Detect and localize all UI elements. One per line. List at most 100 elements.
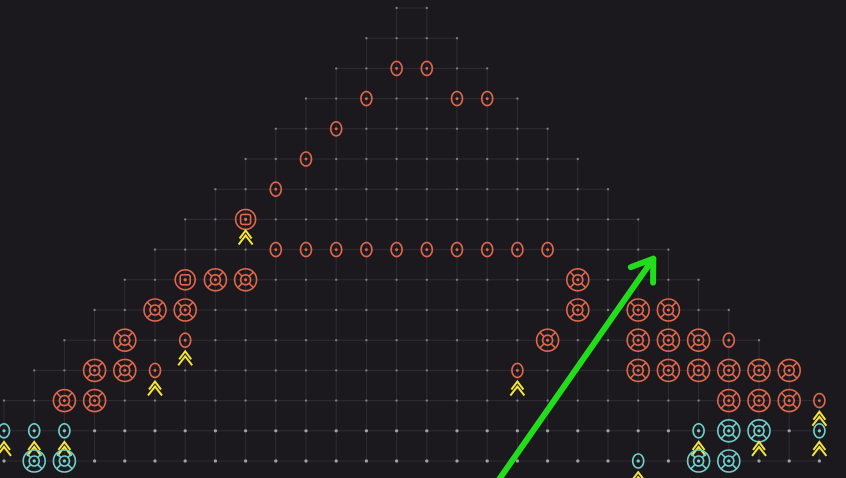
grid-node[interactable]: [666, 459, 671, 463]
grid-node[interactable]: [516, 278, 519, 281]
target-reticle-icon[interactable]: [626, 328, 651, 353]
grid-node[interactable]: [606, 218, 610, 221]
grid-node[interactable]: [606, 278, 610, 281]
grid-node[interactable]: [213, 459, 217, 463]
small-ring-icon[interactable]: [450, 90, 464, 107]
grid-node[interactable]: [304, 308, 308, 312]
grid-node[interactable]: [365, 127, 368, 130]
grid-node[interactable]: [516, 308, 519, 312]
grid-node[interactable]: [425, 278, 428, 281]
grid-node[interactable]: [425, 127, 428, 130]
small-ring-icon[interactable]: [420, 241, 434, 258]
grid-node[interactable]: [365, 308, 368, 312]
grid-node[interactable]: [425, 188, 428, 191]
grid-node[interactable]: [425, 308, 428, 312]
grid-node[interactable]: [455, 127, 459, 130]
grid-node[interactable]: [244, 429, 248, 433]
target-reticle-icon[interactable]: [777, 388, 802, 413]
grid-node[interactable]: [486, 67, 489, 70]
grid-node[interactable]: [93, 459, 97, 463]
small-ring-icon[interactable]: [329, 241, 343, 258]
target-reticle-icon[interactable]: [233, 267, 258, 292]
grid-node[interactable]: [486, 188, 489, 191]
grid-node[interactable]: [637, 218, 640, 221]
small-ring-icon[interactable]: [299, 151, 313, 167]
grid-node[interactable]: [304, 399, 308, 402]
small-ring-icon[interactable]: [631, 453, 645, 469]
target-reticle-icon[interactable]: [565, 267, 590, 292]
small-ring-icon[interactable]: [360, 90, 373, 107]
small-ring-icon[interactable]: [813, 392, 826, 409]
board-pieces[interactable]: [0, 60, 828, 478]
grid-node[interactable]: [335, 188, 338, 191]
grid-node[interactable]: [214, 308, 217, 312]
grid-node[interactable]: [455, 157, 459, 161]
grid-node[interactable]: [244, 157, 247, 161]
grid-node[interactable]: [153, 278, 157, 281]
grid-node[interactable]: [455, 67, 459, 70]
grid-node[interactable]: [123, 399, 127, 402]
grid-node[interactable]: [425, 339, 428, 342]
grid-node[interactable]: [546, 127, 549, 130]
grid-node[interactable]: [183, 429, 187, 433]
grid-node[interactable]: [395, 278, 398, 281]
grid-node[interactable]: [335, 67, 338, 70]
grid-node[interactable]: [546, 459, 550, 463]
grid-node[interactable]: [667, 278, 670, 281]
grid-node[interactable]: [123, 278, 127, 281]
grid-node[interactable]: [244, 459, 248, 463]
grid-node[interactable]: [93, 308, 96, 312]
target-reticle-icon[interactable]: [777, 358, 802, 383]
grid-node[interactable]: [546, 278, 549, 281]
grid-node[interactable]: [455, 339, 459, 342]
grid-node[interactable]: [485, 459, 489, 463]
grid-node[interactable]: [576, 459, 580, 463]
target-reticle-icon[interactable]: [747, 388, 771, 413]
grid-node[interactable]: [455, 399, 459, 402]
grid-node[interactable]: [395, 399, 398, 402]
grid-node[interactable]: [606, 459, 610, 463]
grid-node[interactable]: [123, 429, 127, 433]
grid-node[interactable]: [335, 97, 338, 100]
grid-node[interactable]: [184, 218, 187, 221]
grid-node[interactable]: [637, 399, 640, 402]
grid-node[interactable]: [817, 459, 822, 463]
grid-node[interactable]: [365, 157, 368, 161]
grid-node[interactable]: [546, 308, 549, 312]
target-reticle-icon[interactable]: [656, 328, 681, 353]
grid-node[interactable]: [606, 308, 610, 312]
grid-node[interactable]: [244, 369, 247, 372]
grid-node[interactable]: [304, 339, 308, 342]
small-ring-icon[interactable]: [511, 362, 524, 379]
grid-node[interactable]: [546, 188, 549, 191]
target-reticle-icon[interactable]: [82, 358, 107, 383]
grid-node[interactable]: [364, 429, 368, 433]
grid-node[interactable]: [365, 218, 368, 221]
grid-node[interactable]: [274, 218, 277, 221]
grid-node[interactable]: [214, 248, 217, 251]
grid-node[interactable]: [153, 399, 157, 402]
small-ring-icon[interactable]: [269, 241, 283, 258]
grid-node[interactable]: [455, 308, 459, 312]
target-reticle-icon[interactable]: [716, 449, 741, 473]
grid-node[interactable]: [636, 429, 640, 433]
grid-node[interactable]: [606, 248, 610, 251]
small-ring-icon[interactable]: [390, 60, 403, 77]
target-reticle-icon[interactable]: [686, 449, 711, 473]
grid-node[interactable]: [274, 127, 277, 130]
grid-node[interactable]: [244, 248, 247, 251]
grid-node[interactable]: [516, 339, 519, 342]
target-reticle-icon[interactable]: [716, 358, 741, 383]
grid-node[interactable]: [244, 308, 247, 312]
grid-node[interactable]: [183, 459, 187, 463]
grid-node[interactable]: [486, 218, 489, 221]
grid-node[interactable]: [335, 339, 338, 342]
grid-node[interactable]: [666, 429, 671, 433]
grid-node[interactable]: [365, 399, 368, 402]
grid-node[interactable]: [335, 157, 338, 161]
grid-node[interactable]: [395, 97, 398, 100]
grid-node[interactable]: [214, 399, 217, 402]
grid-node[interactable]: [667, 248, 670, 251]
